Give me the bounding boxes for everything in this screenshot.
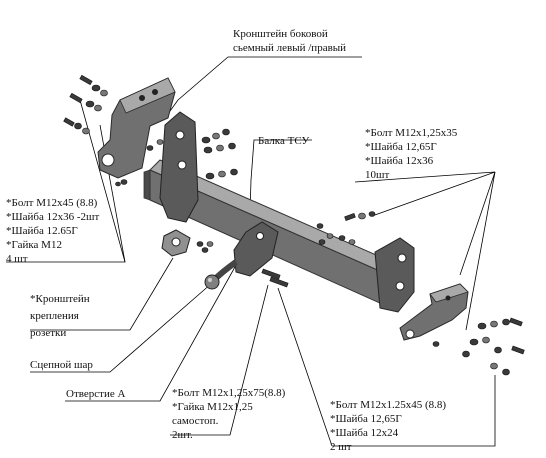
- right-mount-plate: [374, 237, 415, 313]
- socket-bracket-line-3: розетки: [30, 327, 67, 339]
- label-beam: Балка ТСУ: [258, 135, 310, 147]
- left-bolts-line-2: *Шайба 12х36 -2шт: [6, 211, 100, 223]
- label-bottom-bolts: *Болт М12х1.25х45 (8.8) *Шайба 12,65Г *Ш…: [330, 398, 446, 454]
- leader-hole: [65, 257, 241, 402]
- side-bracket-line-2: сьемный левый /правый: [233, 42, 347, 54]
- right-bolts-line-2: *Шайба 12,65Г: [365, 141, 437, 153]
- leader-ball: [30, 282, 213, 373]
- leader-bottom-bolts-a: [332, 375, 496, 447]
- left-side-bracket: [97, 77, 176, 179]
- leader-right-bolts-c: [465, 171, 496, 331]
- right-bolts-line-1: *Болт М12х1,25х35: [365, 127, 458, 139]
- socket-bracket-line-1: *Кронштейн: [30, 293, 90, 305]
- left-bolts-line-4: *Гайка М12: [6, 239, 62, 251]
- label-side-bracket: Кронштейн боковой сьемный левый /правый: [233, 27, 346, 55]
- center-bolts-line-3: самостоп.: [172, 415, 219, 427]
- socket-bracket-part: [161, 229, 191, 257]
- right-bolts-line-4: 10шт: [365, 169, 390, 181]
- label-ball: Сцепной шар: [30, 359, 93, 371]
- label-right-bolts: *Болт М12х1,25х35 *Шайба 12,65Г *Шайба 1…: [365, 126, 457, 182]
- left-mount-plate: [159, 111, 199, 223]
- side-bracket-line-1: Кронштейн боковой: [233, 28, 328, 40]
- left-bolts-line-3: *Шайба 12.65Г: [6, 225, 78, 237]
- leader-center-bolts: [170, 284, 269, 436]
- hitch-assembly: [204, 221, 279, 290]
- left-bolts-line-1: *Болт М12х45 (8.8): [6, 197, 98, 209]
- center-bolts-line-4: 2шт.: [172, 429, 193, 441]
- leader-right-bolts-b: [459, 171, 496, 276]
- leader-side-bracket: [164, 56, 362, 119]
- bottom-bolts-line-1: *Болт М12х1.25х45 (8.8): [330, 399, 447, 411]
- bottom-bolts-line-4: 2 шт: [330, 441, 352, 453]
- right-bolts-line-3: *Шайба 12х36: [365, 155, 434, 167]
- leader-beam: [249, 139, 312, 213]
- bottom-bolts-line-2: *Шайба 12,65Г: [330, 413, 402, 425]
- socket-bracket-line-2: крепления: [30, 310, 79, 322]
- center-bolts-line-2: *Гайка М12х1,25: [172, 401, 253, 413]
- right-side-bracket: [399, 283, 469, 341]
- fasteners: [63, 74, 525, 376]
- center-bolts-line-1: *Болт М12х1,25х75(8.8): [172, 387, 286, 399]
- label-socket-bracket: *Кронштейн крепления розетки: [30, 291, 90, 342]
- leader-bottom-bolts-b: [277, 287, 333, 447]
- left-bolts-line-5: 4 шт: [6, 253, 28, 265]
- leader-lines: [6, 56, 496, 447]
- bottom-bolts-line-3: *Шайба 12х24: [330, 427, 399, 439]
- coupling-ball: [204, 274, 220, 290]
- leader-socket-bracket: [30, 257, 174, 331]
- label-center-bolts: *Болт М12х1,25х75(8.8) *Гайка М12х1,25 с…: [172, 386, 285, 442]
- label-hole: Отверстие А: [66, 388, 126, 400]
- label-left-bolts: *Болт М12х45 (8.8) *Шайба 12х36 -2шт *Ша…: [6, 196, 99, 266]
